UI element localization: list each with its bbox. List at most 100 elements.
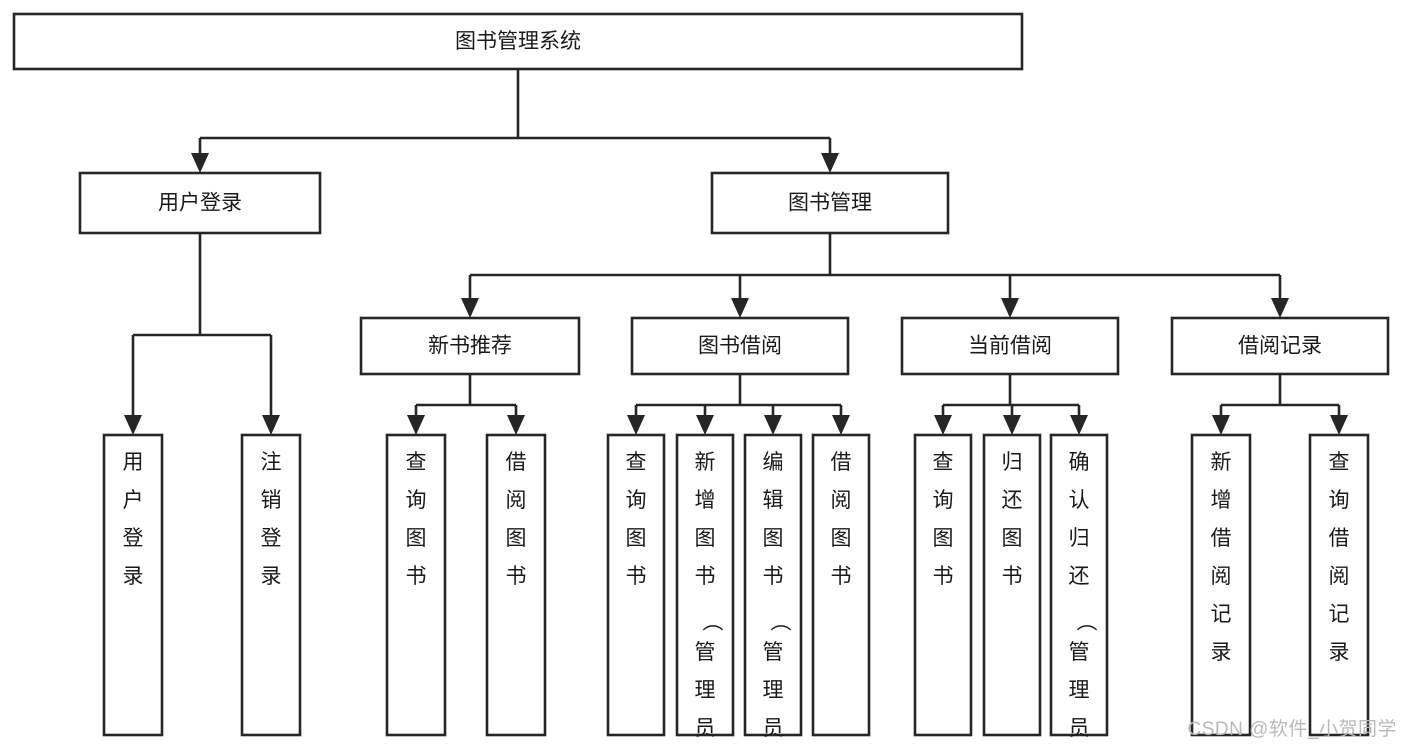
arrow-head [1001,298,1019,318]
node-label-char: 图 [626,527,647,550]
node-label-char: 阅 [1329,565,1350,588]
arrow-head [764,415,782,435]
arrow-head [1003,415,1021,435]
node-box [240,433,302,737]
arrow-head [832,415,850,435]
node-label-char: 图 [933,527,954,550]
node-label: 当前借阅 [968,335,1052,358]
node-label: 图书管理 [788,192,872,215]
node-label-char: 增 [1211,489,1232,512]
node-label-char: 书 [506,565,527,588]
arrow-head [1330,415,1348,435]
node-box [1308,433,1370,737]
node-label-char: 记 [1211,603,1232,626]
arrow-head [461,298,479,318]
node-label: 图书借阅 [698,335,782,358]
node-label-char: 销 [261,489,282,512]
node-borrow-record[interactable]: 借阅记录 [1170,316,1390,376]
node-box [1170,316,1390,376]
watermark-text: CSDN @软件_小贺同学 [1187,719,1397,740]
node-label-char: 归 [1069,527,1090,550]
node-label-char: 书 [831,565,852,588]
node-box [982,433,1042,737]
node-label-char: 书 [406,565,427,588]
node-book-manage[interactable]: 图书管理 [710,171,950,235]
node-box [12,12,1024,71]
arrow-head [821,153,839,173]
node-box [1190,433,1252,737]
node-box [811,433,871,737]
node-label-char: 员 [763,717,784,740]
node-label: 图书管理系统 [455,30,581,53]
node-current-borrow[interactable]: 当前借阅 [900,316,1120,376]
node-label-char: 录 [1211,641,1232,664]
arrow-head [191,153,209,173]
node-label-char: 录 [261,565,282,588]
node-box [743,433,803,737]
arrow-head [731,298,749,318]
node-label-char: 管 [695,641,716,664]
arrow-head [627,415,645,435]
node-label-char: 书 [763,565,784,588]
node-box [102,433,164,737]
node-label-char: 图 [406,527,427,550]
node-label-char: 新 [1211,451,1232,474]
node-label-char: 书 [933,565,954,588]
node-label-char: 书 [626,565,647,588]
node-box [385,433,447,737]
arrow-head [407,415,425,435]
node-label-char: 记 [1329,603,1350,626]
node-label-char: 询 [1329,489,1350,512]
connector-layer [124,69,1348,435]
node-label-char: （ [700,611,723,632]
node-label-char: 借 [1329,527,1350,550]
node-label-char: 图 [695,527,716,550]
arrow-head [934,415,952,435]
node-label-char: 图 [831,527,852,550]
node-user-login[interactable]: 用户登录 [78,171,322,235]
node-box [359,316,581,376]
node-label-char: 登 [261,527,282,550]
arrow-head [1212,415,1230,435]
node-label-char: 理 [695,679,716,702]
node-label-char: 询 [933,489,954,512]
node-label-char: 阅 [1211,565,1232,588]
node-label-char: 借 [506,451,527,474]
node-label-char: 图 [1002,527,1023,550]
node-label-char: 用 [123,451,144,474]
node-box [485,433,547,737]
node-label-char: 询 [406,489,427,512]
node-book-borrow[interactable]: 图书借阅 [630,316,850,376]
node-label-char: 图 [506,527,527,550]
node-box [675,433,735,737]
node-new-book-rec[interactable]: 新书推荐 [359,316,581,376]
arrow-head [1271,298,1289,318]
node-label-char: 阅 [506,489,527,512]
arrow-head [1070,415,1088,435]
node-label: 借阅记录 [1238,335,1322,358]
node-box [913,433,973,737]
node-box [710,171,950,235]
node-root[interactable]: 图书管理系统 [12,12,1024,71]
node-label-char: 书 [1002,565,1023,588]
node-box [606,433,666,737]
node-label-char: 还 [1069,565,1090,588]
node-label-char: 录 [1329,641,1350,664]
node-leaf-user-login[interactable]: 用户登录 [102,433,164,737]
node-label-char: 阅 [831,489,852,512]
node-label-char: 登 [123,527,144,550]
node-box [1049,433,1109,737]
